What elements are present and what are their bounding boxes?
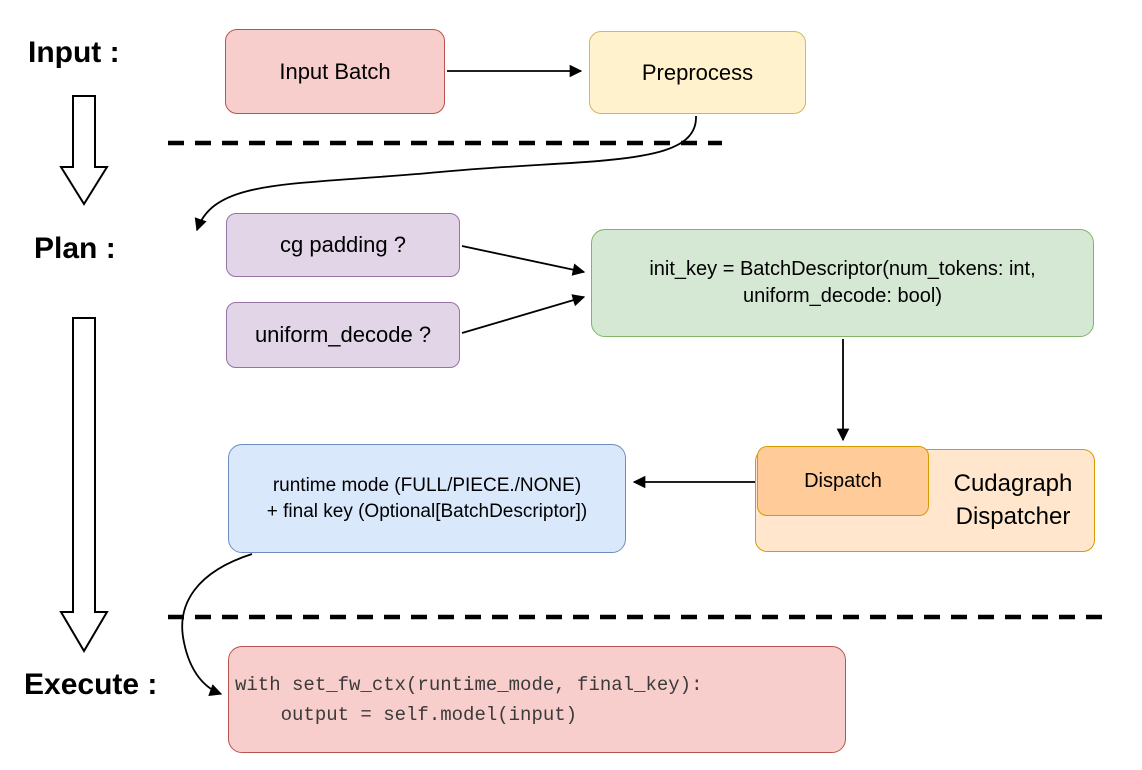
execute-code-line2: output = self.model(input) [235, 703, 578, 726]
node-uniform-decode-label: uniform_decode ? [254, 322, 432, 348]
block-arrow-input-to-plan [59, 95, 109, 206]
node-cudagraph-dispatcher-label: Cudagraph Dispatcher [928, 467, 1098, 533]
node-preprocess-label: Preprocess [641, 59, 754, 85]
node-init-key-line2: uniform_decode: bool) [742, 285, 942, 307]
node-preprocess: Preprocess [589, 31, 806, 114]
stage-label-execute: Execute : [24, 668, 158, 701]
stage-label-plan: Plan : [34, 232, 116, 265]
node-runtime-mode: runtime mode (FULL/PIECE./NONE) + final … [228, 444, 626, 553]
node-input-batch: Input Batch [225, 29, 445, 114]
execute-code-line1: with set_fw_ctx(runtime_mode, final_key)… [235, 673, 703, 696]
node-dispatch: Dispatch [757, 446, 929, 516]
node-dispatch-label: Dispatch [804, 469, 882, 492]
node-runtime-mode-line1: runtime mode (FULL/PIECE./NONE) [272, 474, 582, 496]
arrow-uniform-decode-to-init-key [461, 294, 586, 334]
cudagraph-label-line2: Dispatcher [955, 503, 1071, 530]
arrow-runtime-mode-to-execute-code [181, 553, 253, 696]
arrow-cg-padding-to-init-key [461, 245, 586, 276]
node-execute-code: with set_fw_ctx(runtime_mode, final_key)… [228, 646, 846, 753]
cudagraph-label-line1: Cudagraph [953, 470, 1073, 497]
node-input-batch-label: Input Batch [279, 58, 391, 84]
node-cg-padding: cg padding ? [226, 213, 460, 277]
node-init-key: init_key = BatchDescriptor(num_tokens: i… [591, 229, 1094, 337]
stage-label-input: Input : [28, 36, 120, 69]
block-arrow-plan-to-execute [59, 317, 109, 653]
node-runtime-mode-line2: + final key (Optional[BatchDescriptor]) [266, 500, 588, 522]
node-cg-padding-label: cg padding ? [280, 232, 406, 258]
node-uniform-decode: uniform_decode ? [226, 302, 460, 368]
arrow-preprocess-to-plan [194, 115, 697, 232]
node-init-key-line1: init_key = BatchDescriptor(num_tokens: i… [649, 258, 1036, 280]
